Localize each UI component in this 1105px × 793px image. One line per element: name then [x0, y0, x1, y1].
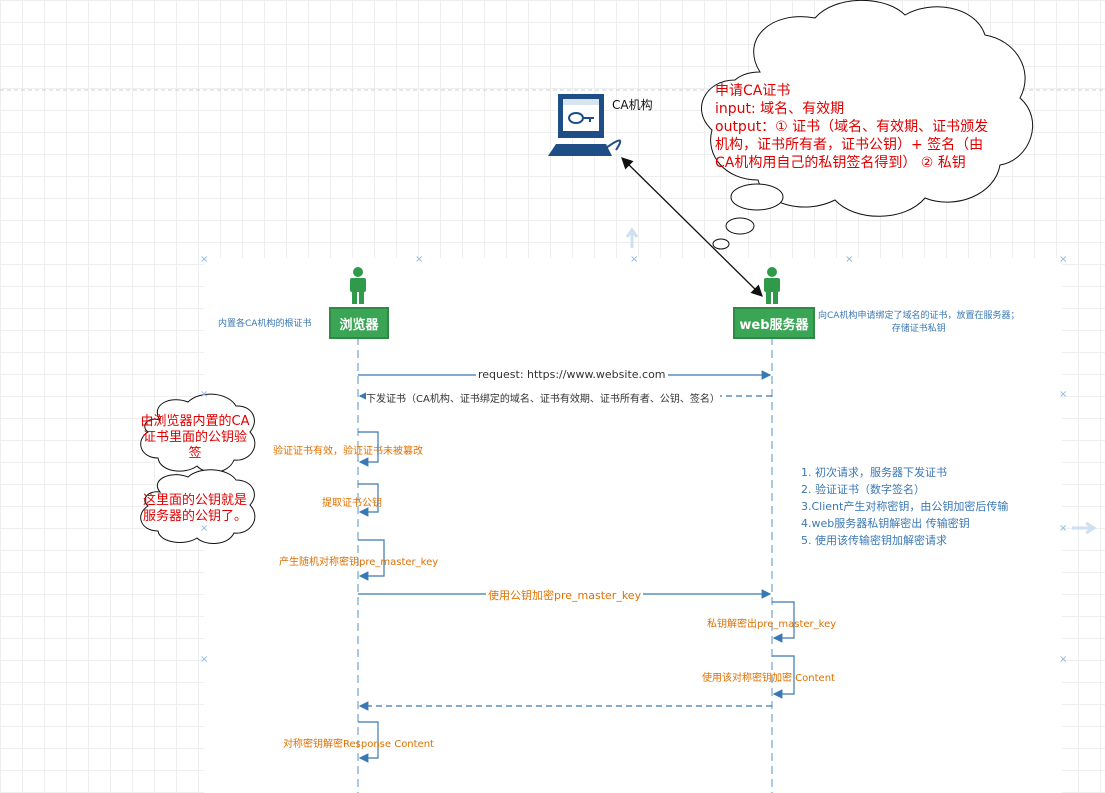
step-item: 1. 初次请求，服务器下发证书 [801, 466, 947, 479]
note-cloud-publickey [140, 469, 256, 544]
verify-self-loop [358, 431, 379, 467]
corner-marker: × [630, 254, 639, 265]
server-note-line: 向CA机构申请绑定了域名的证书，放置在服务器； [818, 311, 1020, 321]
corner-marker: × [1059, 654, 1068, 665]
cert-label: 下发证书（CA机构、证书绑定的域名、证书有效期、证书所有者、公钥、签名） [366, 390, 720, 405]
cloud-line: input: 域名、有效期 [715, 101, 845, 117]
step-item: 2. 验证证书（数字签名） [801, 483, 925, 496]
extract-self-loop [358, 483, 379, 517]
server-note: 向CA机构申请绑定了域名的证书，放置在服务器； 存储证书私钥 [818, 310, 1019, 336]
request-label: request: https://www.website.com [476, 368, 668, 381]
ca-thought-cloud [701, 0, 1034, 250]
ca-label: CA机构 [612, 98, 653, 112]
decrypt-label: 私钥解密出pre_master_key [707, 619, 837, 630]
step-item: 4.web服务器私钥解密出 传输密钥 [801, 517, 970, 530]
server-note-line: 存储证书私钥 [891, 324, 946, 334]
corner-marker: × [200, 389, 209, 400]
step-item: 5. 使用该传输密钥加解密请求 [801, 534, 947, 547]
genkey-label: 产生随机对称密钥pre_master_key [279, 557, 439, 568]
verify-cloud-text: 由浏览器内置的CA 证书里面的公钥验 签 [135, 414, 255, 462]
cloud-line: 证书里面的公钥验 [142, 430, 247, 445]
server-person-icon [764, 267, 780, 304]
ca-cloud-text: 申请CA证书 input: 域名、有效期 output：① 证书（域名、有效期、… [715, 82, 988, 172]
diagram-canvas [204, 258, 1062, 793]
content-encrypt-label: 使用该对称密钥加密 Content [702, 673, 835, 684]
cloud-line: 这里面的公钥就是 [142, 493, 247, 508]
publickey-cloud-text: 这里面的公钥就是 服务器的公钥了。 [135, 493, 255, 525]
content-self-loop [772, 655, 795, 699]
corner-marker: × [1059, 389, 1068, 400]
corner-marker: × [200, 523, 209, 534]
computer-icon [548, 94, 622, 156]
corner-marker: × [200, 654, 209, 665]
arrow-up-icon [625, 227, 639, 248]
response-self-loop [358, 721, 379, 763]
cloud-line: 由浏览器内置的CA [140, 414, 250, 429]
cloud-line: 申请CA证书 [715, 83, 791, 99]
server-actor[interactable]: web服务器 [733, 307, 815, 339]
cloud-line: 服务器的公钥了。 [142, 509, 247, 524]
note-cloud-verify [140, 393, 256, 473]
corner-marker: × [200, 254, 209, 265]
browser-note: 内置各CA机构的根证书 [218, 319, 312, 329]
ca-server-arrow [621, 157, 763, 297]
arrow-right-icon [1072, 521, 1097, 535]
browser-person-icon [350, 267, 366, 304]
step-item: 3.Client产生对称密钥，由公钥加密后传输 [801, 500, 1009, 513]
corner-marker: × [415, 254, 424, 265]
corner-marker: × [1059, 254, 1068, 265]
extract-label: 提取证书公钥 [322, 498, 382, 509]
browser-actor[interactable]: 浏览器 [329, 307, 389, 339]
response-decrypt-label: 对称密钥解密Response Content [283, 739, 434, 750]
cloud-line: 签 [188, 446, 202, 461]
cloud-line: 机构，证书所有者，证书公钥）+ 签名（由 [715, 137, 984, 153]
steps-list: 1. 初次请求，服务器下发证书 2. 验证证书（数字签名） 3.Client产生… [801, 464, 1008, 549]
decrypt-self-loop [772, 601, 795, 643]
genkey-self-loop [358, 539, 385, 581]
corner-marker: × [845, 254, 854, 265]
cloud-line: CA机构用自己的私钥签名得到） ② 私钥 [715, 155, 966, 171]
verify-label: 验证证书有效，验证证书未被篡改 [273, 446, 423, 457]
corner-marker: × [1059, 523, 1068, 534]
cloud-line: output：① 证书（域名、有效期、证书颁发 [715, 119, 989, 135]
encrypt-label: 使用公钥加密pre_master_key [486, 587, 644, 603]
